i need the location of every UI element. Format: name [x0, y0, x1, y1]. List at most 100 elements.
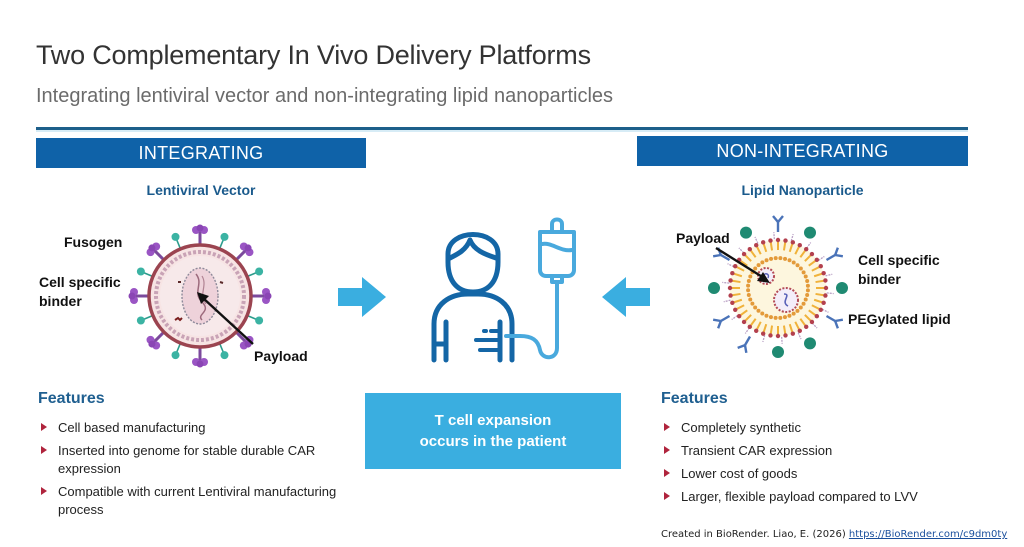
ionizable-lipid: [803, 274, 808, 279]
peg-chain: [727, 263, 735, 268]
lentivirus-matrix: [154, 250, 246, 342]
ionizable-lipid: [798, 266, 803, 271]
antibody-stem: [825, 253, 836, 262]
lnp-feature-text: Transient CAR expression: [681, 443, 833, 458]
lipid-head: [736, 314, 742, 319]
lv-feature-item: Cell based manufacturing: [38, 419, 338, 437]
binder-head: [255, 316, 264, 325]
fusogen-head: [196, 224, 204, 232]
biorender-link[interactable]: https://BioRender.com/c9dm0ty: [848, 529, 1008, 540]
fusogen-head: [264, 292, 272, 300]
iv-fluid-line: [540, 241, 574, 253]
patient-hair: [447, 237, 499, 261]
ionizable-lipid: [753, 266, 758, 271]
lipid-head: [814, 314, 820, 319]
ionizable-lipid: [805, 279, 810, 284]
lipid-head: [727, 285, 733, 291]
lipid-head: [821, 270, 826, 276]
lipid-head: [783, 238, 788, 243]
lipid-head: [823, 293, 828, 298]
ionizable-lipid: [782, 315, 787, 320]
lv-features-heading: Features: [38, 390, 105, 407]
bullet-triangle-icon: [664, 423, 670, 431]
lipid-head: [814, 257, 820, 262]
ionizable-lipid: [787, 258, 792, 263]
lnp-feature-item: Lower cost of goods: [661, 465, 991, 483]
ionizable-lipid: [746, 288, 751, 293]
lentivirus-enzyme: [174, 316, 183, 322]
lipid-head: [768, 238, 773, 243]
peg-chain: [722, 281, 730, 284]
binder-head: [171, 351, 180, 360]
lipid-head: [730, 300, 735, 306]
lipid-head: [760, 331, 766, 336]
ionizable-lipid: [746, 283, 751, 288]
fusogen-head: [196, 360, 204, 368]
lnp-payload-label: Payload: [676, 230, 730, 246]
ionizable-lipid: [764, 313, 769, 318]
lentivirus-spikes: [128, 224, 272, 368]
ionizable-lipid: [803, 297, 808, 302]
lipid-head: [775, 333, 781, 339]
bullet-triangle-icon: [664, 492, 670, 500]
fusogen-label: Fusogen: [64, 234, 123, 250]
lipid-head: [768, 333, 773, 338]
ionizable-lipid: [783, 256, 788, 261]
lnp-binder-label-line1: Cell specific: [858, 252, 940, 268]
lnp-feature-text: Completely synthetic: [681, 420, 801, 435]
lipid-head: [741, 251, 747, 257]
lipid-head: [728, 293, 733, 298]
credit-text: Created in BioRender. Liao, E. (2026): [661, 529, 849, 540]
bullet-triangle-icon: [41, 487, 47, 495]
peg-chain: [811, 322, 818, 329]
lnp-feature-text: Larger, flexible payload compared to LVV: [681, 489, 918, 504]
lv-binder-label-line2: binder: [39, 293, 82, 309]
peg-chain: [821, 308, 829, 313]
ionizable-lipid: [795, 308, 800, 313]
antibody-arm: [717, 320, 722, 329]
arrow-left-icon: [602, 277, 650, 317]
peg-chain: [738, 247, 745, 254]
lv-payload-pointer: [197, 292, 254, 345]
ionizable-lipid: [801, 270, 806, 275]
lipid-head: [747, 246, 752, 252]
binder-head: [171, 232, 180, 241]
ionizable-lipid: [760, 311, 765, 316]
lentiviral-vector-title: Lentiviral Vector: [146, 182, 256, 198]
lnp-feature-item: Transient CAR expression: [661, 442, 991, 460]
lnp-features-heading: Features: [661, 390, 728, 407]
fusogen-head: [128, 292, 136, 300]
ionizable-lipid: [769, 256, 774, 261]
antibody-arm: [712, 318, 722, 323]
lnp-feature-item: Larger, flexible payload compared to LVV: [661, 488, 991, 506]
integrating-band-label: INTEGRATING: [138, 142, 264, 163]
targeting-ligand: [772, 346, 784, 358]
targeting-ligand: [708, 282, 720, 294]
bullet-triangle-icon: [41, 446, 47, 454]
lv-feature-text: Compatible with current Lentiviral manuf…: [58, 484, 337, 517]
ionizable-lipid: [805, 283, 810, 288]
ionizable-lipid: [805, 293, 810, 298]
ionizable-lipid: [795, 263, 800, 268]
peg-chain: [818, 255, 825, 261]
slide-subtitle: Integrating lentiviral vector and non-in…: [36, 85, 614, 107]
antibody-arm: [777, 215, 784, 223]
t-cell-expansion-box: T cell expansion occurs in the patient: [365, 393, 621, 469]
antibody-arm: [834, 253, 844, 258]
ionizable-lipid: [748, 274, 753, 279]
non-integrating-band-label: NON-INTEGRATING: [716, 140, 889, 161]
binder-head: [220, 232, 229, 241]
peg-chain: [762, 334, 766, 343]
lipid-head: [823, 285, 829, 291]
bullet-triangle-icon: [41, 423, 47, 431]
peg-chain: [825, 273, 833, 277]
ionizable-lipid: [760, 260, 765, 265]
lipid-head: [747, 324, 752, 330]
lipid-head: [823, 278, 828, 283]
header-divider: [36, 127, 968, 130]
targeting-ligand: [804, 337, 816, 350]
bullet-triangle-icon: [664, 469, 670, 477]
t-cell-expansion-line1: T cell expansion: [434, 412, 552, 429]
antibody-stem: [743, 335, 752, 346]
patient-body: [431, 291, 515, 363]
